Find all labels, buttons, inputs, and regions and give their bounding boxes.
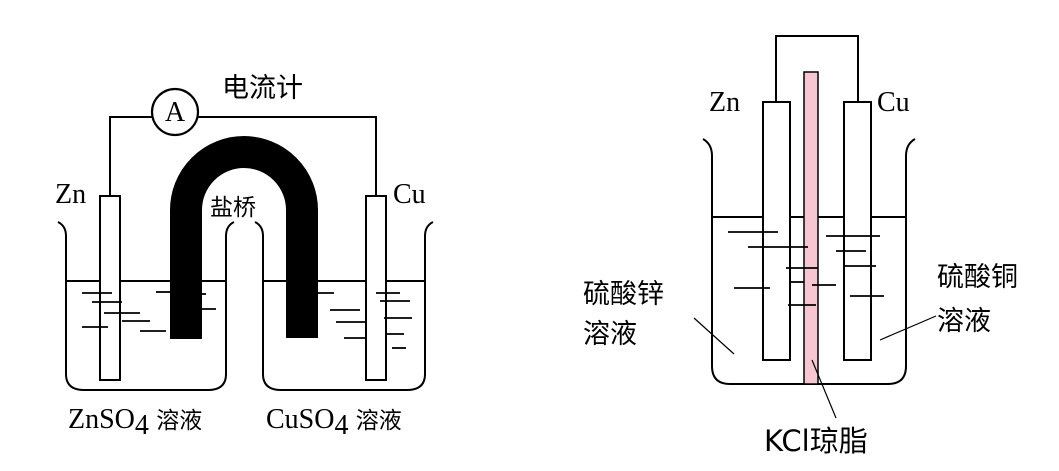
ammeter-circle: [150, 87, 200, 137]
cu-label-right: Cu: [877, 87, 910, 118]
znso4-label-line1: 硫酸锌: [583, 279, 664, 310]
cu-electrode-right: [843, 101, 872, 361]
solution-dashes: [728, 231, 884, 306]
left-wire-to-zn: [109, 116, 152, 196]
salt-bridge: [170, 136, 318, 339]
left-cell: [57, 87, 434, 391]
right-solution-dashes: [316, 292, 412, 349]
znso4-pointer: [693, 317, 735, 355]
znso4-suffix: 溶液: [149, 408, 202, 434]
cu-label-left: Cu: [393, 179, 426, 210]
cuso4-pointer: [879, 315, 937, 341]
right-beaker: [254, 221, 434, 391]
ammeter-label: 电流计: [222, 73, 303, 104]
cu-electrode-left: [365, 195, 387, 381]
cuso4-formula: CuSO: [266, 404, 334, 435]
right-wire-to-cu: [198, 116, 377, 196]
zn-electrode-left: [99, 195, 121, 381]
cuso4-solution-label: CuSO4 溶液: [266, 404, 402, 441]
ammeter-symbol: A: [165, 97, 186, 128]
znso4-label-line2: 溶液: [583, 319, 637, 350]
salt-bridge-label: 盐桥: [210, 195, 256, 221]
cuso4-subscript: 4: [334, 410, 348, 441]
znso4-formula: ZnSO: [68, 404, 135, 435]
kcl-agar-label: KCl琼脂: [764, 424, 868, 458]
left-beaker: [57, 221, 235, 391]
zn-label-right: Zn: [709, 87, 740, 118]
znso4-subscript: 4: [135, 410, 149, 441]
znso4-solution-label: ZnSO4 溶液: [68, 404, 202, 441]
top-wire: [775, 35, 859, 102]
right-cell: [693, 35, 937, 419]
kcl-pointer: [811, 359, 837, 419]
kcl-agar-strip: [803, 71, 819, 385]
zn-electrode-right: [762, 101, 791, 361]
cuso4-label-line1: 硫酸铜: [937, 262, 1018, 293]
cuso4-label-line2: 溶液: [937, 306, 991, 337]
cuso4-suffix: 溶液: [348, 408, 401, 434]
zn-label-left: Zn: [55, 179, 86, 210]
